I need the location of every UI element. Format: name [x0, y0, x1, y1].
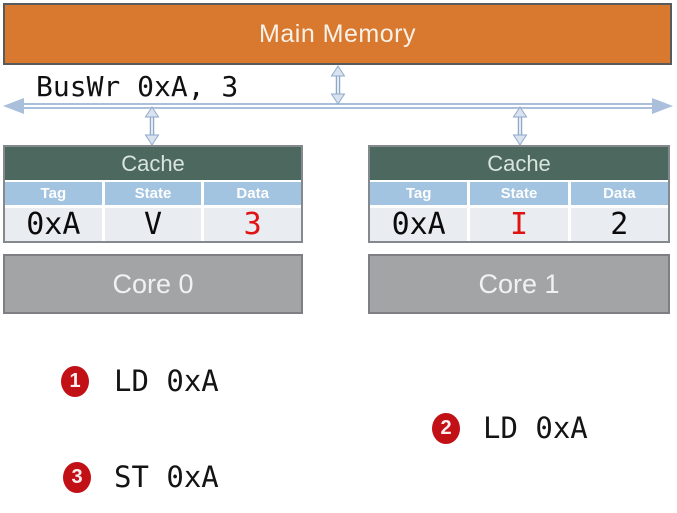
cache0-state-value: V — [104, 208, 202, 241]
cache1-title: Cache — [370, 147, 668, 180]
cache0-table: Cache Tag State Data 0xA V 3 — [3, 145, 303, 243]
cache0-data-value: 3 — [204, 208, 302, 241]
bus-cache0-arrow-icon — [144, 106, 160, 146]
memory-bus-arrow-icon — [330, 65, 346, 105]
cache0-header-row: Tag State Data — [5, 182, 302, 205]
step2-badge: 2 — [432, 413, 460, 444]
cache0-title: Cache — [5, 147, 301, 180]
core1-label: Core 1 — [478, 268, 560, 299]
core1-box: Core 1 — [368, 254, 670, 314]
step1-operation: LD 0xA — [114, 364, 219, 398]
cache1-state-value: I — [470, 208, 568, 241]
cache1-header-row: Tag State Data — [370, 182, 668, 205]
step3-badge: 3 — [63, 462, 91, 493]
cache0-tag-value: 0xA — [5, 208, 102, 241]
step3-number: 3 — [71, 466, 83, 488]
core0-label: Core 0 — [112, 268, 194, 299]
cache0-col-data: Data — [204, 182, 302, 205]
cache0-col-state: State — [104, 182, 202, 205]
cache1-value-row: 0xA I 2 — [370, 208, 668, 241]
main-memory-label: Main Memory — [259, 19, 416, 48]
step2-operation: LD 0xA — [483, 411, 588, 445]
bus-transaction-label: BusWr 0xA, 3 — [36, 70, 239, 103]
core0-box: Core 0 — [3, 254, 303, 314]
bus-cache1-arrow-icon — [512, 106, 528, 146]
step3-operation: ST 0xA — [114, 460, 219, 494]
cache1-col-state: State — [470, 182, 568, 205]
cache0-value-row: 0xA V 3 — [5, 208, 302, 241]
cache0-col-tag: Tag — [5, 182, 102, 205]
step2-number: 2 — [440, 417, 452, 439]
cache1-tag-value: 0xA — [370, 208, 468, 241]
step1-number: 1 — [69, 370, 81, 392]
cache1-table: Cache Tag State Data 0xA I 2 — [368, 145, 670, 243]
cache1-data-value: 2 — [570, 208, 668, 241]
cache1-col-data: Data — [570, 182, 668, 205]
step1-badge: 1 — [61, 366, 89, 397]
main-memory-box: Main Memory — [3, 3, 672, 65]
cache1-col-tag: Tag — [370, 182, 468, 205]
